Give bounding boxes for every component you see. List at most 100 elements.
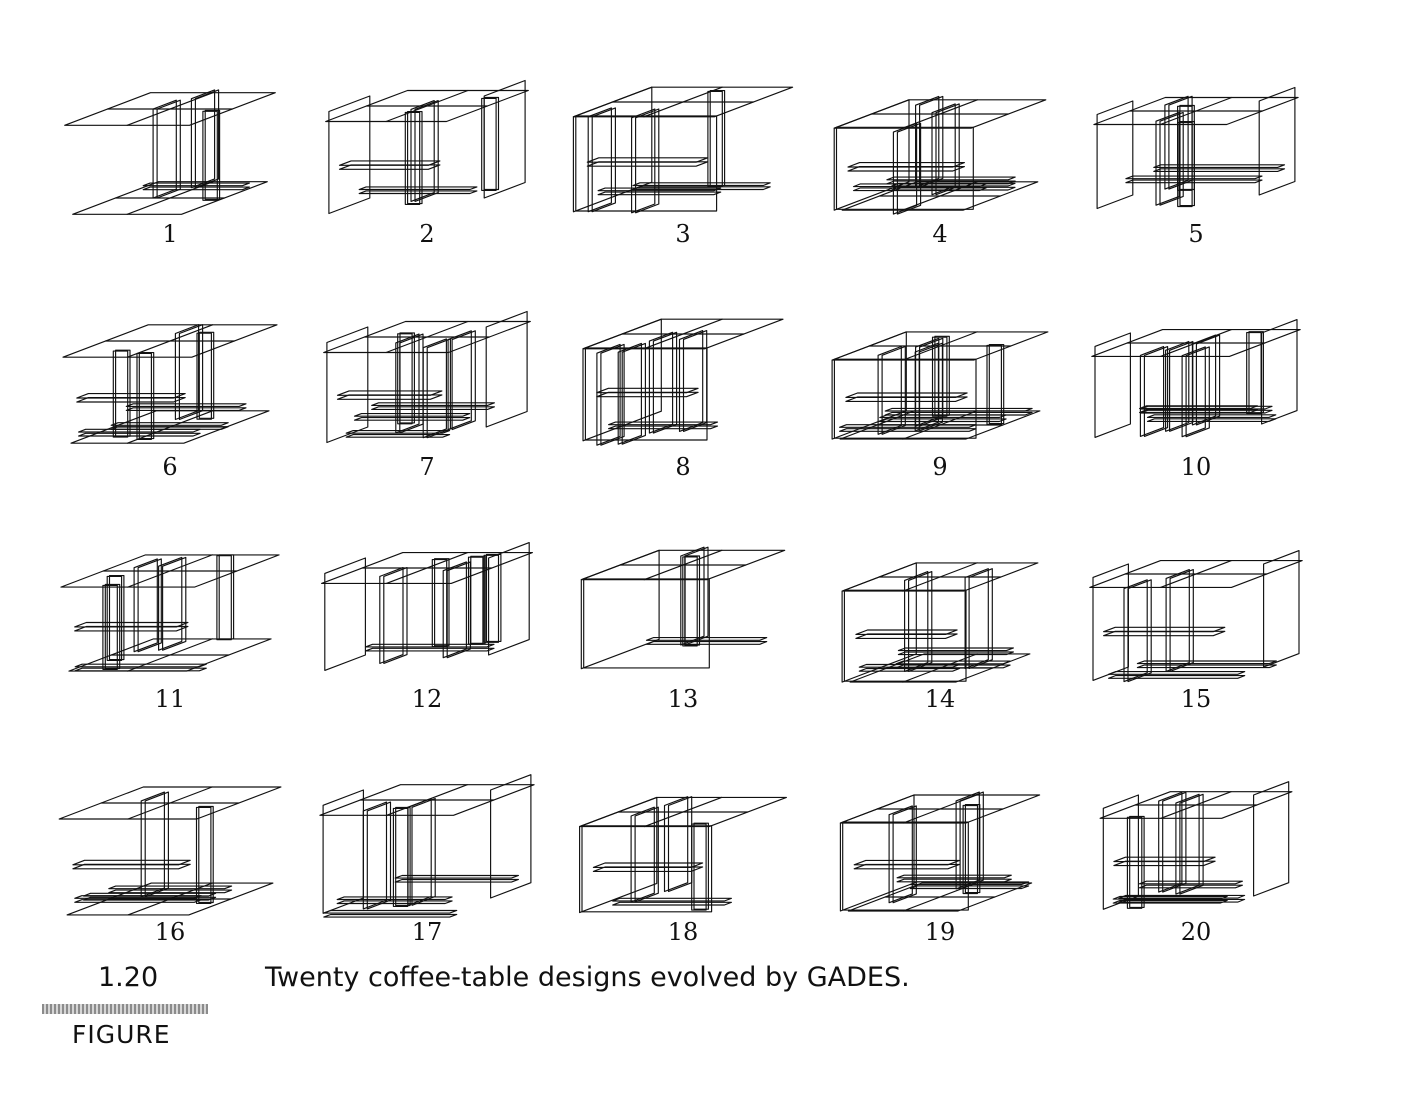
wireframe-edge (1169, 340, 1194, 432)
wireframe-edge (353, 417, 471, 421)
wireframe-edge (102, 584, 118, 670)
design-number: 18 (667, 918, 699, 946)
wireframe-edge (1108, 671, 1246, 675)
wireframe-edge (196, 332, 212, 420)
wireframe-edge (1112, 895, 1228, 900)
wireframe-edge (64, 92, 276, 126)
wireframe-edge (1126, 816, 1143, 909)
wireframe-edge (1140, 409, 1273, 414)
wireframe-edge (572, 86, 653, 213)
design-number: 13 (667, 685, 699, 713)
wireframe-edge (72, 863, 191, 870)
wireframe-edge (194, 89, 220, 189)
wireframe-edge (137, 558, 162, 653)
wireframe-edge (1146, 418, 1277, 422)
wireframe-edge (371, 402, 495, 406)
wireframe-edge (485, 553, 502, 642)
wireframe-edge (1185, 346, 1210, 438)
design-number: 14 (924, 685, 956, 713)
wireframe-edge (407, 111, 423, 205)
wireframe-edge (76, 397, 186, 403)
wireframe-edge (935, 103, 960, 196)
wireframe-edge (831, 331, 907, 440)
wireframe-edge (634, 806, 659, 903)
wireframe-edge (583, 578, 710, 669)
wireframe-edge (931, 103, 956, 196)
design-11: 11 (50, 507, 290, 727)
design-number: 10 (1180, 453, 1212, 481)
wireframe-edge (1094, 332, 1131, 438)
coffee-table-wireframe (839, 791, 1041, 912)
wireframe-edge (485, 310, 528, 428)
wireframe-edge (895, 660, 1011, 665)
wireframe-edge (1246, 332, 1262, 415)
wireframe-edge (1112, 899, 1228, 904)
design-3: 3 (563, 42, 803, 262)
figure-label-rule (42, 1004, 208, 1014)
wireframe-edge (125, 407, 247, 411)
wireframe-edge (891, 186, 1016, 191)
design-5: 5 (1076, 42, 1316, 262)
wireframe-edge (592, 866, 704, 872)
wireframe-edge (112, 350, 129, 438)
wireframe-edge (988, 344, 1005, 425)
wireframe-edge (133, 558, 158, 653)
figure-number: 1.20 (98, 962, 159, 993)
wireframe-edge (839, 794, 915, 912)
wireframe-edge (1091, 329, 1301, 357)
figure-label: FIGURE (72, 1020, 171, 1049)
wireframe-edge (319, 784, 535, 816)
design-8: 8 (563, 275, 803, 495)
wireframe-edge (608, 421, 719, 426)
wireframe-edge (580, 549, 660, 670)
wireframe-edge (1093, 96, 1299, 126)
design-number: 9 (932, 453, 948, 481)
design-12: 12 (307, 507, 547, 727)
coffee-table-wireframe (1099, 781, 1293, 910)
wireframe-edge (336, 900, 453, 905)
design-6: 6 (50, 275, 290, 495)
wireframe-edge (621, 342, 646, 445)
wireframe-edge (322, 789, 364, 914)
design-1: 1 (50, 42, 290, 262)
wireframe-edge (886, 180, 1016, 185)
wireframe-edge (1158, 791, 1183, 893)
wireframe-edge (1138, 884, 1243, 889)
wireframe-edge (1140, 405, 1273, 410)
wireframe-edge (858, 663, 961, 668)
design-number: 4 (932, 220, 948, 248)
wireframe-edge (896, 874, 1012, 879)
wireframe-edge (968, 568, 993, 670)
design-number: 7 (419, 453, 435, 481)
design-18: 18 (563, 740, 803, 960)
design-14: 14 (820, 507, 1060, 727)
wireframe-edge (579, 796, 658, 914)
wireframe-edge (144, 791, 169, 898)
wireframe-edge (395, 333, 420, 434)
wireframe-edge (108, 575, 125, 661)
wireframe-edge (1136, 664, 1277, 669)
wireframe-edge (74, 663, 207, 668)
wireframe-edge (617, 342, 642, 445)
wireframe-edge (162, 556, 187, 651)
wireframe-edge (110, 422, 229, 426)
coffee-table-wireframe (580, 546, 786, 670)
wireframe-edge (74, 667, 207, 672)
coffee-table-wireframe (62, 324, 278, 444)
wireframe-edge (178, 324, 204, 421)
wireframe-edge (1113, 860, 1216, 867)
wireframe-edge (371, 406, 495, 410)
wireframe-edge (1253, 781, 1290, 897)
wireframe-edge (839, 410, 1041, 440)
wireframe-edge (58, 786, 282, 820)
design-number: 12 (411, 685, 443, 713)
wireframe-edge (1129, 815, 1145, 908)
wireframe-edge (158, 556, 183, 651)
wireframe-edge (60, 554, 280, 588)
design-number: 11 (154, 685, 186, 713)
design-9: 9 (820, 275, 1060, 495)
wireframe-edge (630, 806, 655, 903)
wireframe-edge (74, 899, 202, 903)
wireframe-edge (888, 805, 913, 904)
wireframe-edge (597, 187, 722, 192)
